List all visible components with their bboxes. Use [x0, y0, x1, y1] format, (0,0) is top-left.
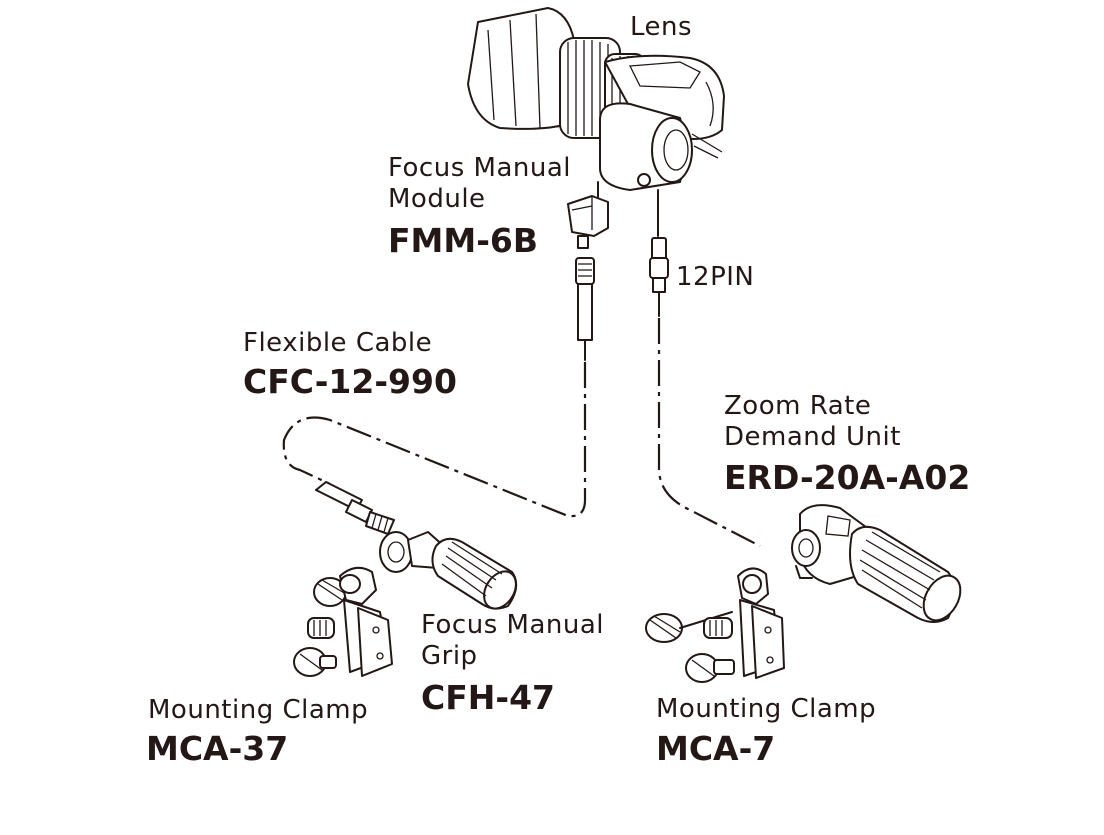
clamp-mca7-illustration	[645, 567, 785, 683]
clamp-mca37-illustration	[293, 566, 393, 677]
zoom-demand-illustration	[791, 504, 962, 623]
zoom-name-line-2: Demand Unit	[724, 422, 901, 452]
grip-name-line-1: Focus Manual	[421, 610, 604, 640]
fmm-name-label: Focus Manual Module	[388, 153, 571, 215]
clamp-left-name-label: Mounting Clamp	[148, 695, 369, 725]
fmm-code-label: FMM-6B	[388, 221, 539, 260]
zoom-name-line-1: Zoom Rate	[724, 391, 872, 421]
zoom-name-label: Zoom Rate Demand Unit	[724, 391, 901, 453]
zoom-cable-line	[657, 318, 761, 547]
focus-grip-illustration	[379, 531, 518, 610]
zoom-code-label: ERD-20A-A02	[724, 458, 971, 497]
grip-name-label: Focus Manual Grip	[421, 610, 604, 672]
flexible-cable-upper-end	[575, 257, 595, 361]
clamp-left-code-label: MCA-37	[146, 729, 289, 768]
grip-name-line-2: Grip	[421, 641, 478, 671]
fmm-name-line-1: Focus Manual	[388, 153, 571, 183]
clamp-right-code-label: MCA-7	[656, 729, 776, 768]
pin-connector	[649, 189, 669, 317]
focus-module-connector	[567, 181, 609, 249]
grip-code-label: CFH-47	[421, 678, 555, 717]
flexible-cable-line	[282, 362, 587, 518]
zoom-cable-tail	[795, 565, 813, 579]
lens-label: Lens	[630, 12, 693, 42]
pin-label: 12PIN	[676, 262, 755, 292]
cable-name-label: Flexible Cable	[243, 328, 433, 358]
flexible-cable-lower-end	[315, 481, 395, 535]
cable-code-label: CFC-12-990	[243, 362, 457, 401]
fmm-name-line-2: Module	[388, 184, 486, 214]
lens-illustration	[467, 7, 725, 191]
clamp-right-name-label: Mounting Clamp	[656, 694, 877, 724]
